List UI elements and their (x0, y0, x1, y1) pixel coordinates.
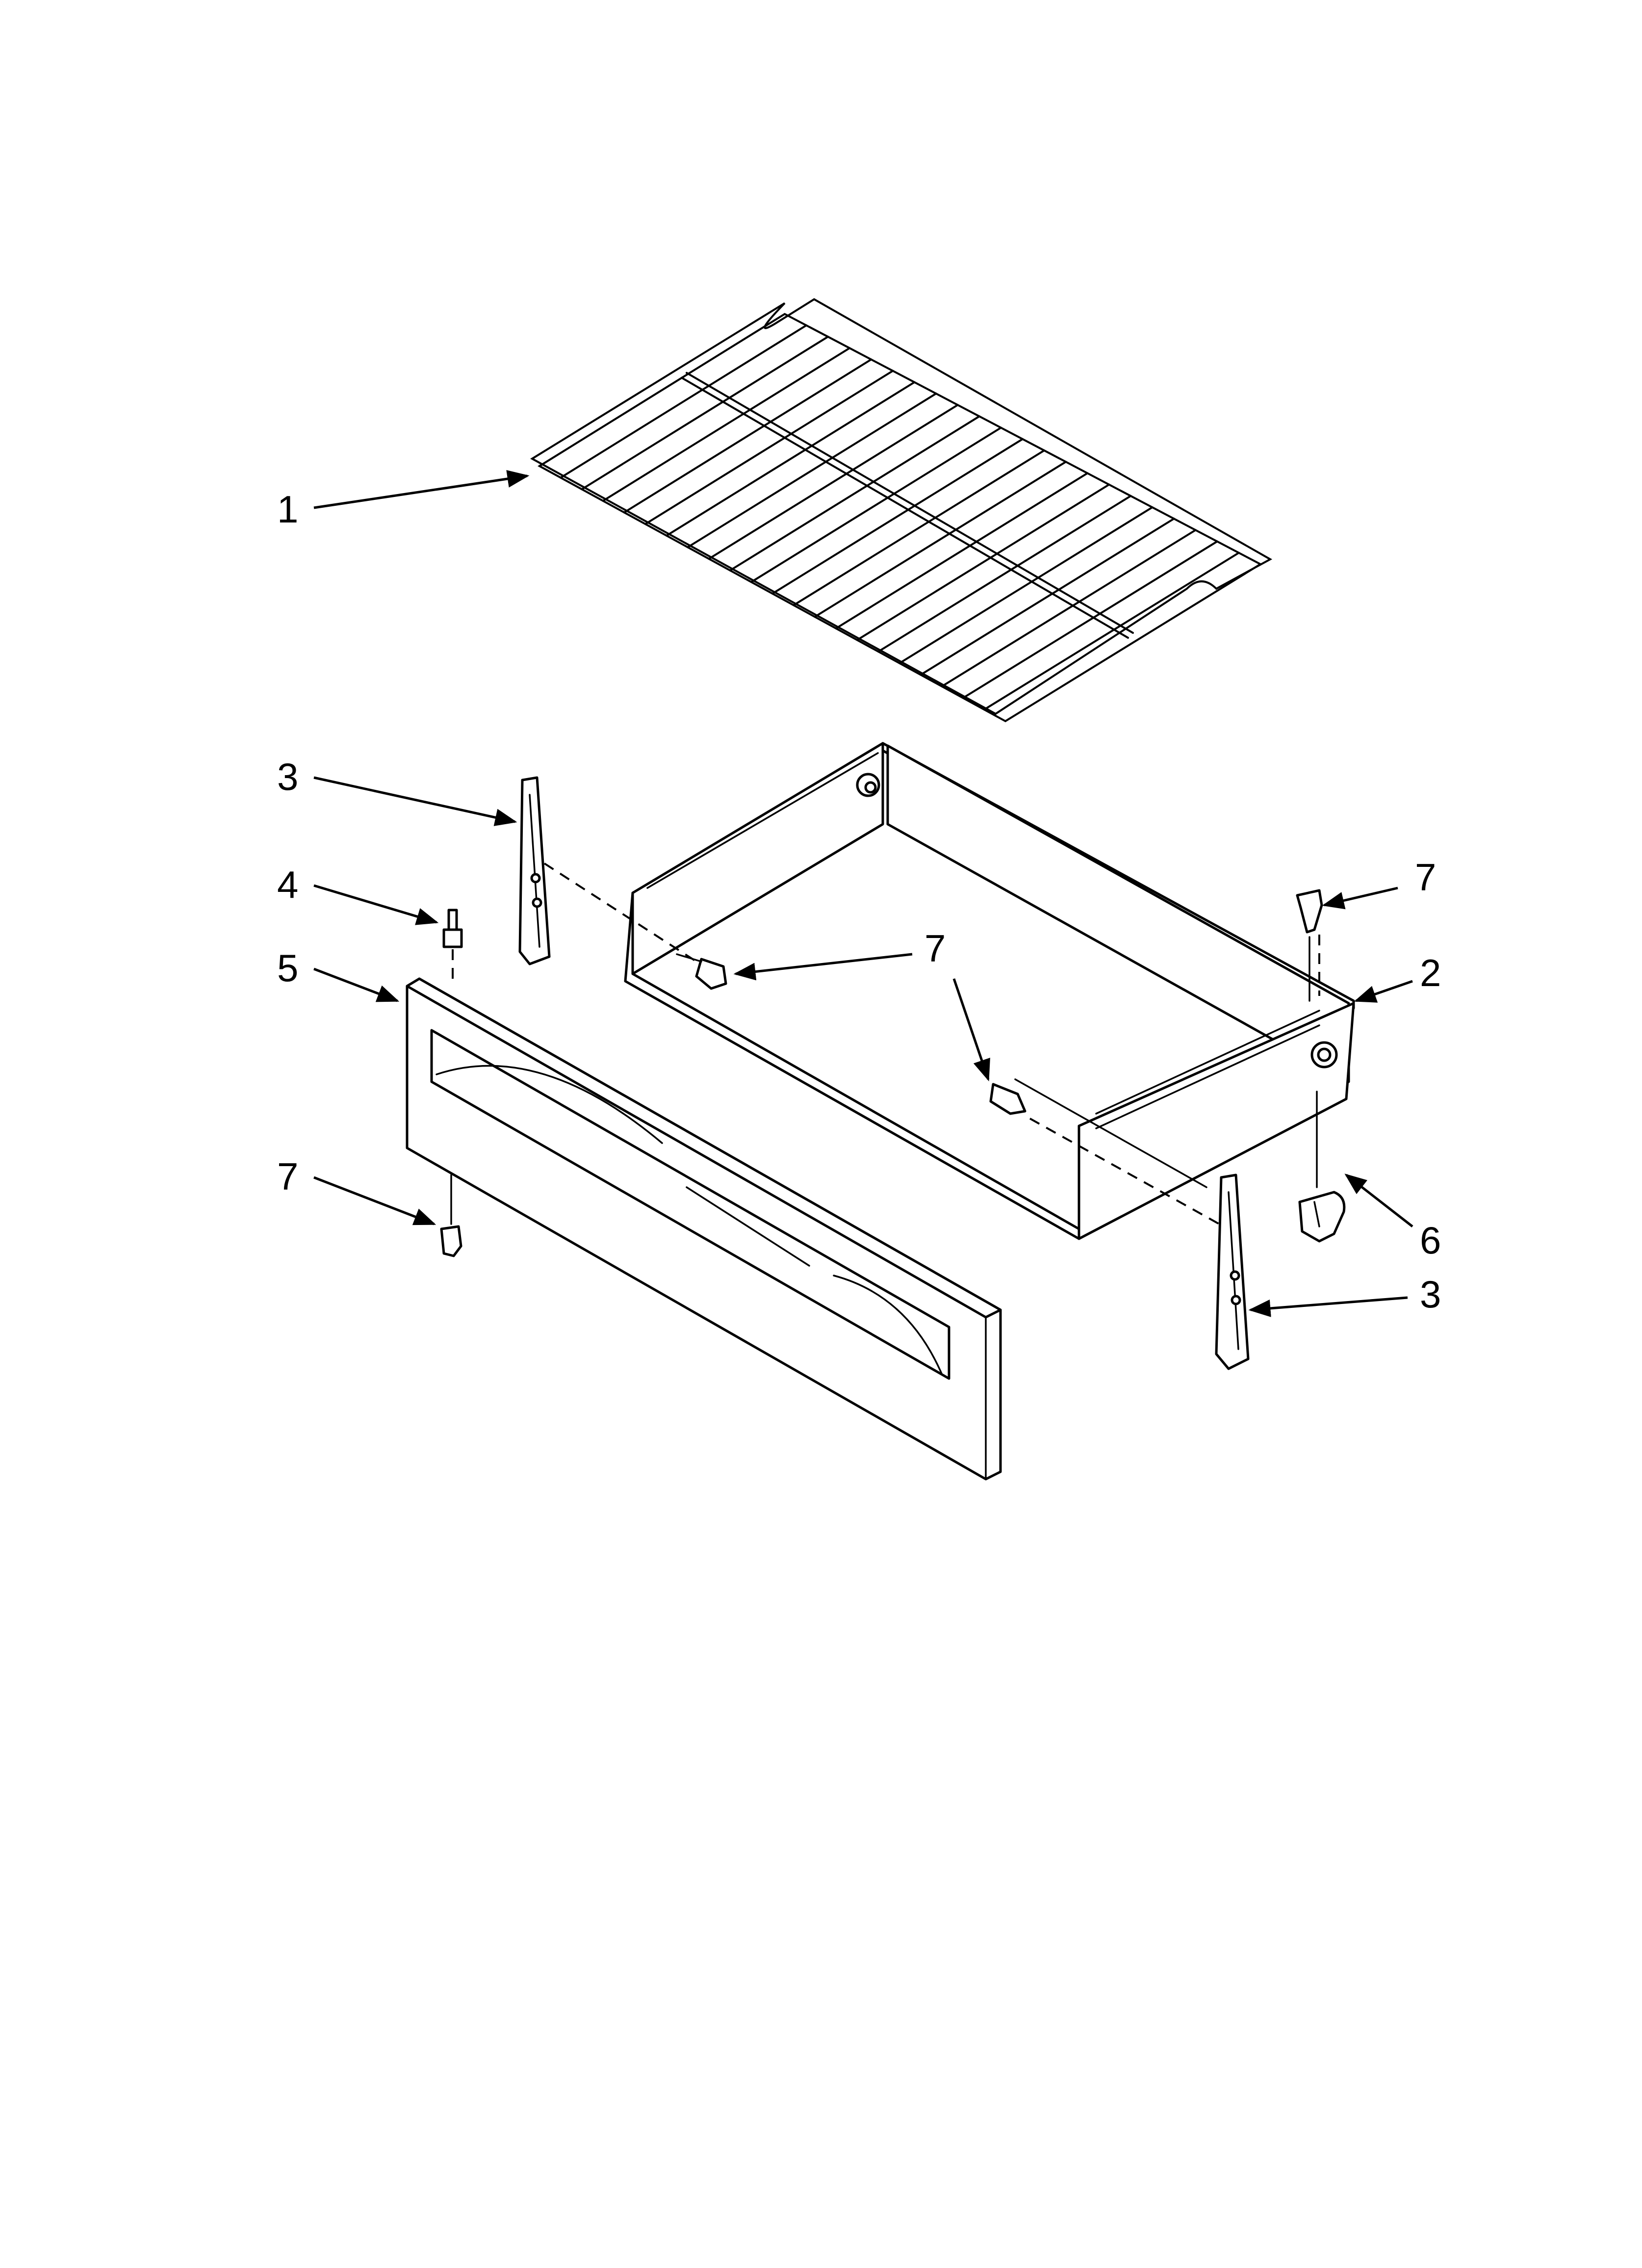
drawer-body (624, 742, 1355, 1240)
rack-bar (793, 449, 1046, 606)
callout-5: 5 (277, 946, 298, 990)
rack-bar (983, 551, 1240, 711)
rack-bar (581, 336, 829, 491)
callout-1: 1 (277, 488, 298, 531)
rack-bar (771, 438, 1024, 595)
rack-bar (708, 404, 959, 560)
callout-2: 2 (1420, 951, 1441, 994)
rack-bar (814, 461, 1067, 618)
callout-7-center: 7 (924, 927, 946, 970)
rack-bar (898, 506, 1154, 664)
rack-bar (560, 324, 808, 479)
screw-top-right (1296, 889, 1323, 1002)
callout-6: 6 (1420, 1219, 1441, 1262)
rack-bar (750, 426, 1002, 583)
screw-lower-center (989, 1083, 1026, 1115)
screw-front (440, 1174, 462, 1257)
callout-3-left: 3 (277, 755, 298, 798)
rack-bar (877, 495, 1132, 653)
rack-bar (729, 415, 980, 572)
rack-bar (687, 392, 937, 548)
screw-center (676, 953, 727, 990)
drawer-front (406, 977, 1002, 1481)
callout-7-top-right: 7 (1415, 856, 1436, 899)
callout-4: 4 (277, 863, 298, 906)
oven-rack (530, 298, 1273, 723)
rack-bar (602, 347, 851, 502)
rack-bar (666, 381, 916, 537)
rack-bar (623, 358, 872, 514)
drawer-slide-right (1215, 1173, 1250, 1370)
stud (442, 909, 463, 981)
callout-3-right: 3 (1420, 1273, 1441, 1316)
rack-bar (835, 472, 1089, 629)
callout-7-front: 7 (277, 1155, 298, 1198)
clip (1298, 1091, 1346, 1243)
drawer-slide-left (518, 776, 551, 965)
rack-bar (856, 483, 1110, 641)
rack-bar (962, 540, 1218, 699)
rack-bar (941, 529, 1197, 688)
rack-bar (644, 369, 894, 525)
rack-bar (920, 518, 1175, 676)
